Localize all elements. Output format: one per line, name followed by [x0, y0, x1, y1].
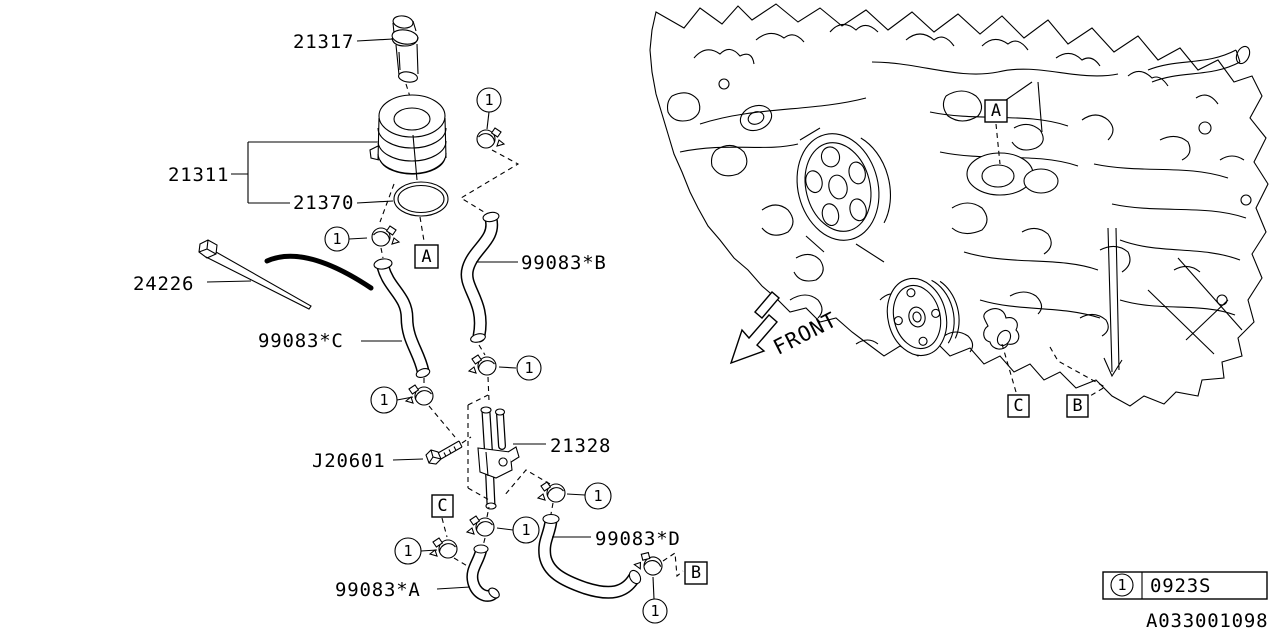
clamp-marker-group: 1 — [324, 225, 400, 252]
svg-text:1: 1 — [593, 487, 602, 505]
dash-callout-c-engine — [1001, 343, 1017, 393]
dash-clamp-to-21328 — [487, 376, 490, 402]
part-j20601-bolt-drawing — [425, 440, 463, 465]
callout-box-b-diagram: B — [684, 561, 708, 585]
svg-text:C: C — [1013, 396, 1023, 416]
legend-box — [1102, 571, 1268, 600]
svg-text:1: 1 — [1117, 576, 1126, 594]
clamp-marker-group: 1 — [632, 548, 668, 624]
svg-text:1: 1 — [403, 542, 412, 560]
water-pump-pulley-drawing — [886, 277, 960, 357]
part-24226-tie-drawing — [198, 239, 312, 310]
part-21317-connector-drawing — [391, 15, 419, 83]
svg-text:1: 1 — [484, 91, 493, 109]
part-99083d-hose-drawing — [538, 513, 642, 599]
leader-99083a — [436, 586, 471, 590]
dash-cooler-to-clamp — [379, 183, 395, 223]
svg-text:B: B — [691, 563, 701, 583]
leader-21370 — [356, 200, 394, 204]
dash-clamp-to-hose-b — [459, 149, 520, 213]
part-label-99083c: 99083*C — [258, 330, 344, 352]
dash-callout-a-engine — [995, 123, 1001, 165]
part-label-99083b: 99083*B — [521, 252, 607, 274]
svg-text:C: C — [437, 496, 447, 516]
clamp-marker-group: 1 — [370, 384, 434, 414]
part-label-j20601: J20601 — [312, 450, 385, 472]
leader-21311-bracket — [231, 141, 377, 204]
svg-text:A: A — [991, 101, 1001, 121]
part-99083b-hose-drawing — [460, 211, 500, 343]
part-label-99083d: 99083*D — [595, 528, 681, 550]
leader-21317 — [356, 38, 394, 42]
svg-text:1: 1 — [521, 521, 530, 539]
leader-24226 — [206, 280, 252, 283]
routing-highlight-arc — [264, 253, 374, 291]
dash-21328-outline — [467, 394, 492, 502]
drawing-number: A033001098 — [1146, 610, 1268, 632]
part-99083a-hose-drawing — [466, 544, 500, 602]
callout-box-c-engine: C — [1007, 394, 1030, 418]
front-direction-arrow — [729, 291, 780, 365]
dash-clamp-to-hose-a — [453, 557, 470, 568]
clamp-marker-group: 1 — [466, 515, 540, 544]
svg-text:1: 1 — [379, 391, 388, 409]
dash-clamp-to-callout-b — [662, 552, 684, 578]
legend: 1 0923S — [1102, 571, 1268, 600]
dash-clamp-to-hose-a-top — [482, 537, 486, 547]
legend-code: 0923S — [1150, 575, 1211, 597]
dash-hose-b-to-clamp — [478, 344, 486, 356]
part-label-99083a: 99083*A — [335, 579, 421, 601]
part-21370-oring-drawing — [393, 181, 449, 217]
part-label-21370: 21370 — [293, 192, 354, 214]
dash-bolt-to-pipe — [461, 436, 472, 444]
dash-clamp-to-hose-c — [380, 247, 384, 259]
front-label: FRONT — [769, 307, 841, 359]
clamp-marker-group: 1 — [537, 481, 612, 510]
dash-clamp-to-pipe — [428, 405, 456, 438]
crank-pulley-drawing — [796, 133, 892, 241]
svg-text:1: 1 — [332, 230, 341, 248]
dash-callout-c-to-clamp — [441, 517, 448, 538]
dash-clamp-to-hose-d — [550, 502, 554, 515]
callout-box-c-diagram: C — [431, 494, 454, 518]
callout-box-b-engine: B — [1066, 394, 1089, 418]
oil-cooler-mount-ring-drawing — [966, 152, 1059, 196]
clamp-marker-group: 1 — [394, 537, 458, 565]
leader-j20601 — [392, 458, 424, 461]
dash-clamp-up-to-pipe — [486, 506, 490, 518]
part-21311-oil-cooler-drawing — [369, 94, 447, 181]
svg-text:1: 1 — [650, 602, 659, 620]
dash-callout-b-engine — [1049, 346, 1107, 397]
dash-clamp-zigzag-to-pipe — [503, 469, 551, 497]
clamp-marker-group: 1 — [468, 354, 542, 381]
svg-text:1: 1 — [524, 359, 533, 377]
callout-box-a-diagram: A — [414, 244, 439, 269]
clamp-marker-group: 1 — [476, 87, 505, 149]
part-21328-pipe-assy-drawing — [477, 406, 520, 510]
callout-box-a-engine: A — [984, 99, 1008, 123]
engine-line-art — [649, 3, 1269, 407]
legend-clamp-symbol — [1110, 573, 1134, 597]
part-99083c-hose-drawing — [373, 258, 431, 379]
dash-oring-to-callout-a — [419, 216, 425, 242]
svg-text:B: B — [1072, 396, 1082, 416]
part-label-24226: 24226 — [133, 273, 194, 295]
part-label-21328: 21328 — [550, 435, 611, 457]
part-label-21311: 21311 — [168, 164, 229, 186]
svg-text:A: A — [421, 247, 431, 267]
part-label-21317: 21317 — [293, 31, 354, 53]
